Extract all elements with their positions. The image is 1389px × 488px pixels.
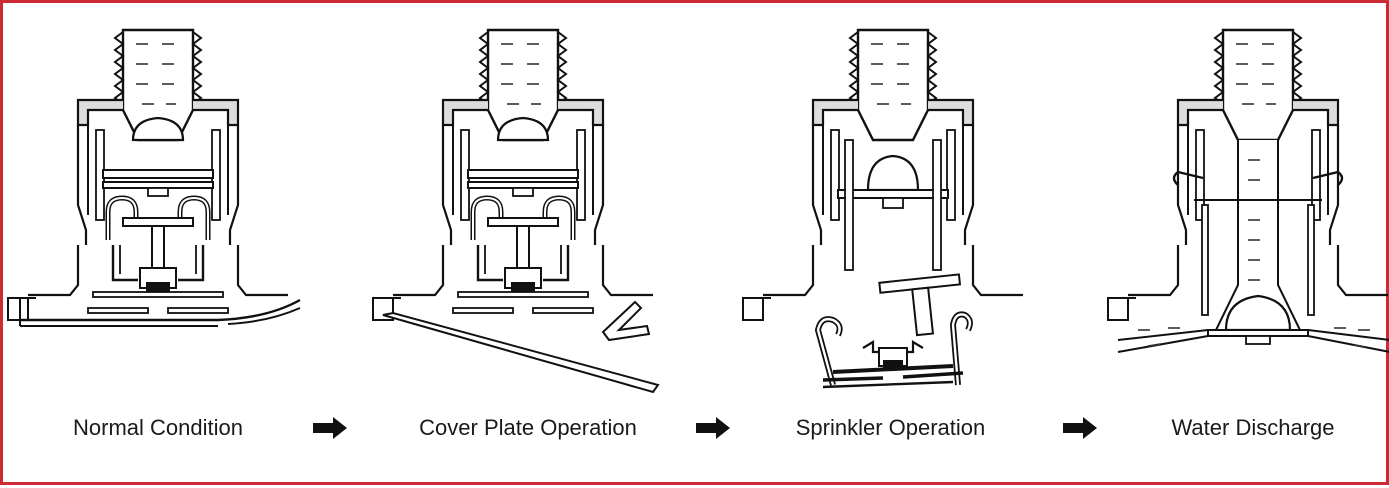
right-arrow-icon — [313, 417, 347, 439]
stage-water-discharge-illustration — [1106, 28, 1389, 353]
stage-label-water-discharge: Water Discharge — [1171, 415, 1335, 440]
stage-sprinkler-operation-illustration — [741, 28, 1025, 389]
stage-normal-condition-illustration — [6, 28, 301, 327]
stage-label-sprinkler-operation: Sprinkler Operation — [795, 415, 986, 440]
stage-cover-plate-operation-illustration — [371, 28, 660, 394]
sprinkler-sequence-illustration — [6, 28, 1389, 394]
right-arrow-icon — [1063, 417, 1097, 439]
right-arrow-icon — [696, 417, 730, 439]
stage-label-normal-condition: Normal Condition — [73, 415, 243, 440]
stage-label-cover-plate-operation: Cover Plate Operation — [419, 415, 637, 440]
